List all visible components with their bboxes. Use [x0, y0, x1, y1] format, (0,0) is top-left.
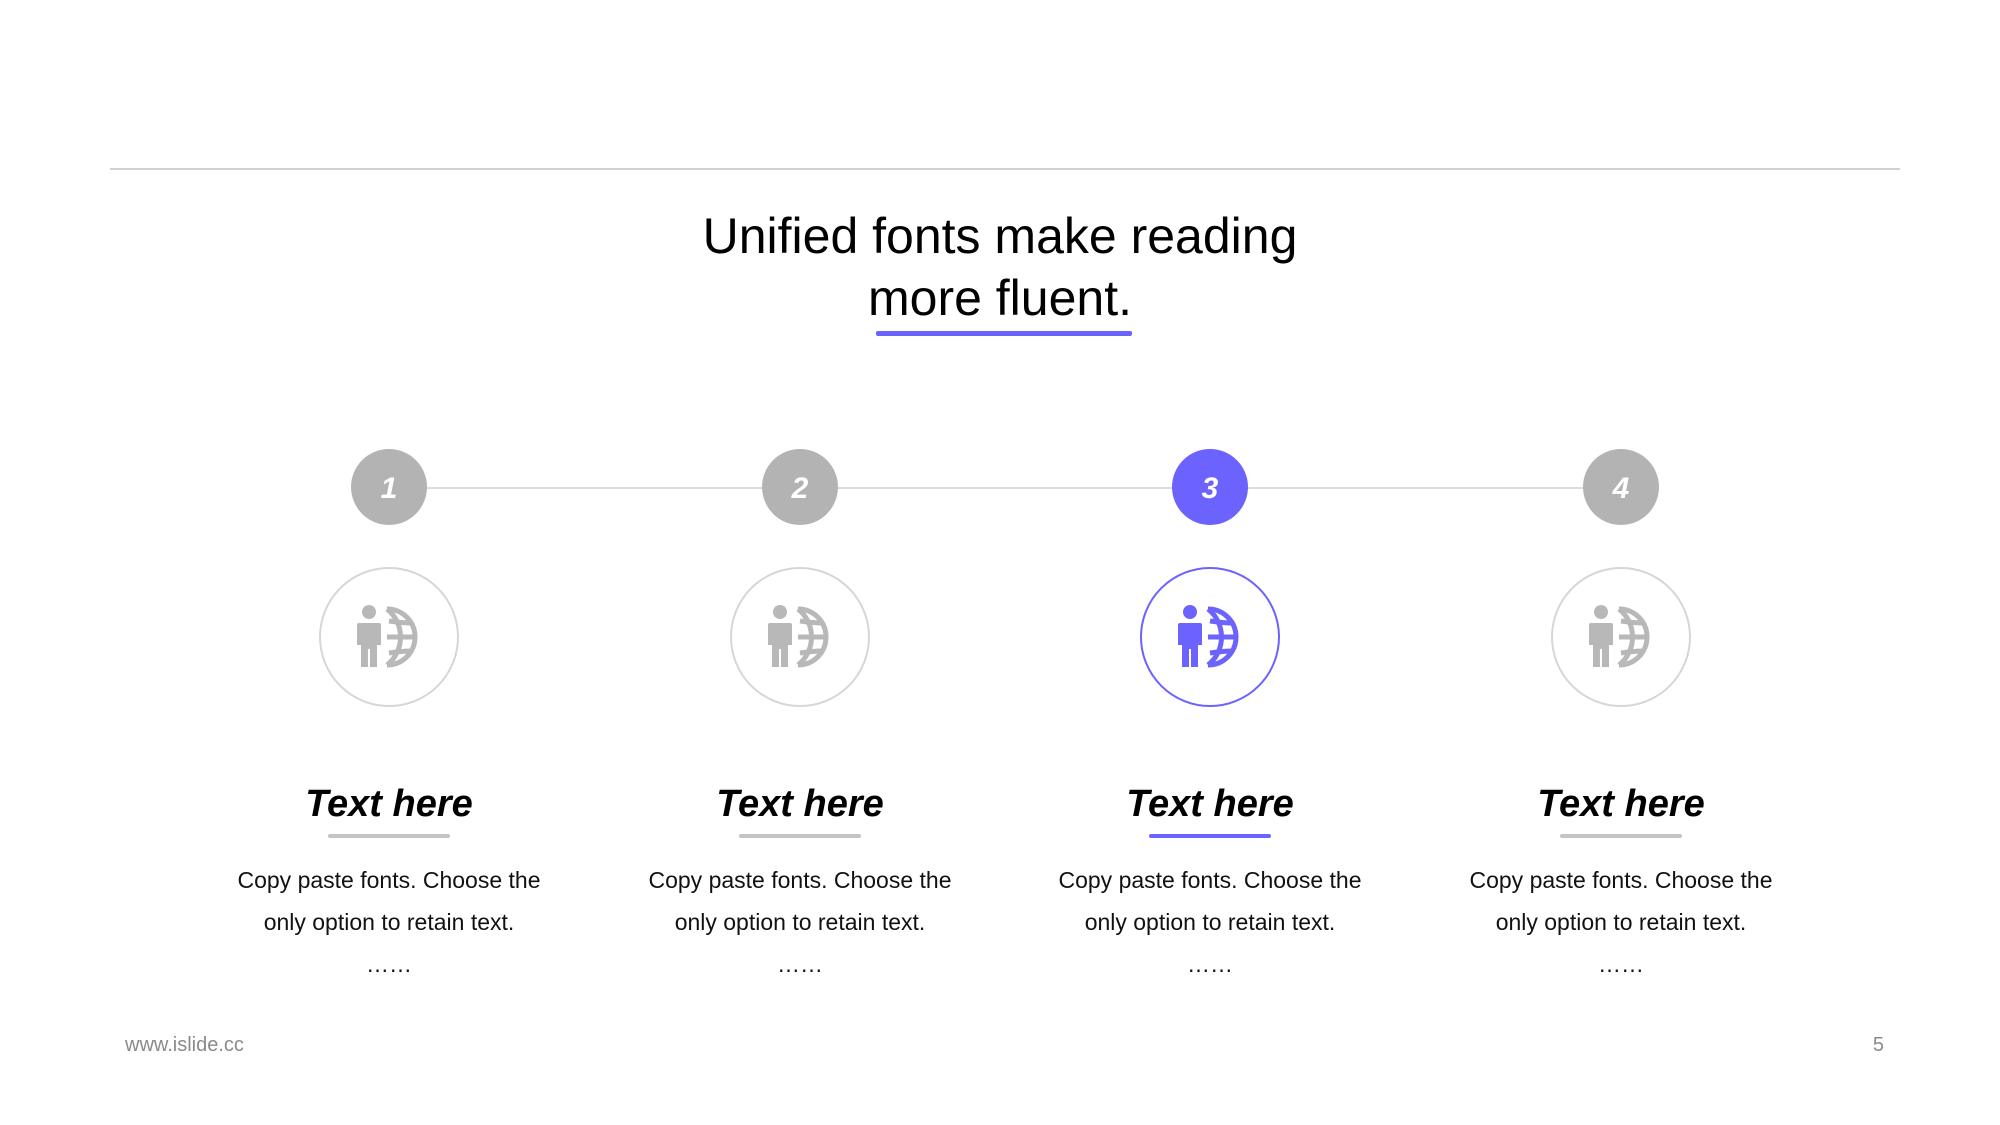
step-description: Copy paste fonts. Choose the only option… — [1441, 859, 1801, 985]
step-description-line: Copy paste fonts. Choose the — [1469, 867, 1773, 893]
step-description-line: Copy paste fonts. Choose the — [648, 867, 952, 893]
step-number-badge: 2 — [762, 449, 838, 525]
step-icon-circle — [730, 567, 870, 707]
step-2: 2 Text here Copy paste fonts. Choose the… — [600, 0, 1000, 1125]
businessman-globe-icon — [768, 605, 829, 668]
step-title: Text here — [305, 783, 473, 825]
step-1: 1 Text here Copy paste fonts. Choose the… — [189, 0, 589, 1125]
step-description-ellipsis: …… — [1187, 951, 1233, 977]
step-description-ellipsis: …… — [1598, 951, 1644, 977]
step-description-line: only option to retain text. — [1084, 909, 1336, 935]
title-underline — [876, 331, 1132, 336]
title-line-2: more fluent. — [867, 270, 1132, 326]
page-number: 5 — [1872, 1034, 1884, 1056]
businessman-globe-icon — [357, 605, 418, 668]
title-line-1: Unified fonts make reading — [702, 208, 1298, 264]
step-title-underline — [328, 834, 450, 838]
step-3: 3 Text here Copy paste fonts. Choose the… — [1010, 0, 1410, 1125]
step-title-underline — [739, 834, 861, 838]
step-number-badge: 4 — [1583, 449, 1659, 525]
step-description-line: only option to retain text. — [674, 909, 926, 935]
step-number-badge: 1 — [351, 449, 427, 525]
step-description-ellipsis: …… — [366, 951, 412, 977]
step-icon-circle — [1551, 567, 1691, 707]
step-description-line: only option to retain text. — [263, 909, 515, 935]
step-icon-circle — [319, 567, 459, 707]
step-title: Text here — [1126, 783, 1294, 825]
step-title-underline — [1149, 834, 1271, 838]
step-description-line: only option to retain text. — [1495, 909, 1747, 935]
timeline-connector — [389, 487, 1621, 489]
step-description-line: Copy paste fonts. Choose the — [237, 867, 541, 893]
step-icon-circle — [1140, 567, 1280, 707]
step-description-ellipsis: …… — [777, 951, 823, 977]
step-title: Text here — [716, 783, 884, 825]
step-description: Copy paste fonts. Choose the only option… — [620, 859, 980, 985]
step-description-line: Copy paste fonts. Choose the — [1058, 867, 1362, 893]
slide-title: Unified fonts make reading more fluent. — [0, 205, 2000, 329]
step-title-underline — [1560, 834, 1682, 838]
step-description: Copy paste fonts. Choose the only option… — [1030, 859, 1390, 985]
step-number-badge: 3 — [1172, 449, 1248, 525]
step-description: Copy paste fonts. Choose the only option… — [209, 859, 569, 985]
step-title: Text here — [1537, 783, 1705, 825]
footer-website-link[interactable]: www.islide.cc — [125, 1034, 244, 1056]
businessman-globe-icon — [1178, 605, 1239, 668]
businessman-globe-icon — [1589, 605, 1650, 668]
top-divider — [110, 168, 1900, 170]
step-4: 4 Text here Copy paste fonts. Choose the… — [1421, 0, 1821, 1125]
